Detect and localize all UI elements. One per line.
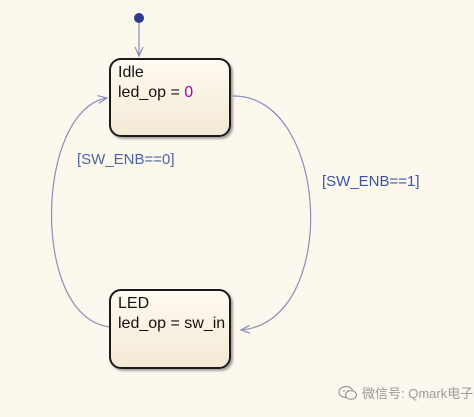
watermark-text: 微信号: Qmark电子 xyxy=(362,386,474,401)
transition-condition-led-to-idle[interactable]: [SW_ENB==0] xyxy=(77,151,175,168)
state-idle-action: led_op = 0 xyxy=(118,83,229,103)
transition-idle-to-led[interactable] xyxy=(232,95,312,330)
transition-led-to-idle[interactable] xyxy=(50,98,111,328)
state-idle-action-value: 0 xyxy=(184,84,194,101)
state-led-action: led_op = sw_in xyxy=(118,315,226,332)
state-led[interactable]: LED led_op = sw_in xyxy=(109,289,231,369)
state-idle[interactable]: Idle led_op = 0 xyxy=(109,58,231,137)
state-idle-action-lhs: led_op = xyxy=(118,84,185,101)
default-transition-dot[interactable] xyxy=(134,13,144,23)
state-led-name: LED xyxy=(118,295,150,312)
state-idle-name: Idle xyxy=(118,64,144,81)
transition-condition-idle-to-led[interactable]: [SW_ENB==1] xyxy=(322,173,420,190)
watermark: 微信号: Qmark电子 xyxy=(338,383,473,402)
wechat-icon xyxy=(338,385,358,400)
